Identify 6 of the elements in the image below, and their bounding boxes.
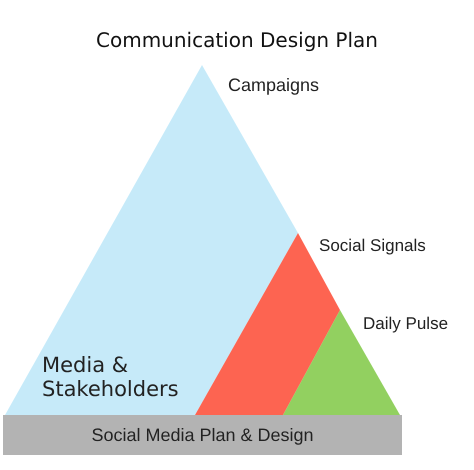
base-bar: Social Media Plan & Design bbox=[3, 415, 402, 455]
diagram-title: Communication Design Plan bbox=[95, 28, 379, 52]
segment-label: Media & Stakeholders bbox=[42, 353, 180, 402]
segment-label: Social Signals bbox=[319, 236, 426, 256]
segment-label: Campaigns bbox=[228, 75, 320, 96]
segment-label: Daily Pulse bbox=[363, 314, 448, 334]
